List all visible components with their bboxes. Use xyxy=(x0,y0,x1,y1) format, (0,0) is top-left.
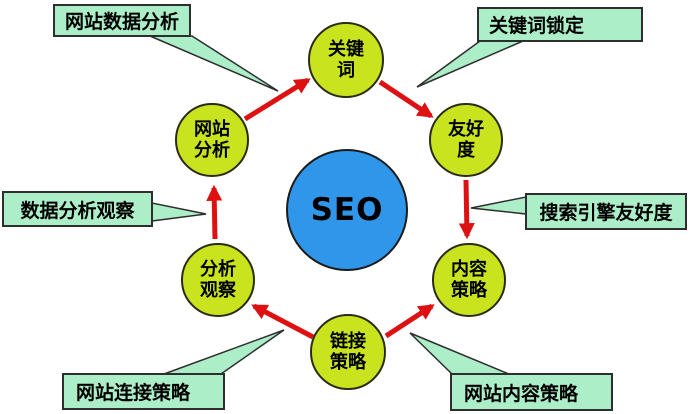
node-friendliness-line1: 友好 xyxy=(448,118,484,140)
node-site-analysis-line1: 网站 xyxy=(194,118,230,140)
callout-tail-data-analysis-observation xyxy=(151,202,207,222)
node-link-strategy-line1: 链接 xyxy=(330,330,366,352)
callout-search-engine-friendliness-label: 搜索引擎友好度 xyxy=(539,202,673,224)
node-analysis-observation-line1: 分析 xyxy=(200,258,236,280)
callout-keyword-targeting-label: 关键词锁定 xyxy=(489,15,585,37)
node-content-strategy: 内容 策略 xyxy=(432,243,506,317)
node-analysis-observation-line2: 观察 xyxy=(200,280,236,301)
callout-data-analysis-observation-label: 数据分析观察 xyxy=(20,199,135,222)
arrow-link-strategy-to-analysis-observation xyxy=(251,303,315,340)
callout-site-content-strategy: 网站内容策略 xyxy=(450,373,613,411)
node-friendliness: 友好 度 xyxy=(429,103,503,177)
callout-tail-site-content-strategy xyxy=(409,332,510,375)
node-analysis-observation: 分析 观察 xyxy=(181,243,255,317)
callout-site-link-strategy-label: 网站连接策略 xyxy=(76,382,191,404)
arrow-link-strategy-to-content-strategy xyxy=(384,303,435,339)
node-link-strategy-line2: 策略 xyxy=(330,352,366,373)
node-site-analysis-line2: 分析 xyxy=(194,140,230,161)
callout-tail-search-engine-friendliness xyxy=(470,196,527,215)
center-node-label: SEO xyxy=(310,192,384,228)
center-node-seo: SEO xyxy=(286,149,408,271)
callout-site-data-analysis: 网站数据分析 xyxy=(53,4,191,37)
callout-tail-site-link-strategy xyxy=(163,329,285,375)
arrow-analysis-observation-to-site-analysis xyxy=(206,184,223,240)
node-link-strategy: 链接 策略 xyxy=(310,314,386,390)
node-keywords-line1: 关键 xyxy=(328,38,364,60)
node-content-strategy-line2: 策略 xyxy=(451,280,487,301)
callout-tail-site-data-analysis xyxy=(149,35,279,92)
node-friendliness-line2: 度 xyxy=(457,140,475,161)
arrow-site-analysis-to-keywords xyxy=(243,77,311,122)
node-keywords-line2: 词 xyxy=(337,60,355,81)
callout-data-analysis-observation: 数据分析观察 xyxy=(2,191,153,227)
callout-tail-keyword-targeting xyxy=(416,40,524,88)
callout-site-data-analysis-label: 网站数据分析 xyxy=(64,11,179,33)
node-site-analysis: 网站 分析 xyxy=(175,103,249,177)
node-keywords: 关键 词 xyxy=(308,22,384,98)
callout-search-engine-friendliness: 搜索引擎友好度 xyxy=(525,193,687,230)
node-content-strategy-line1: 内容 xyxy=(451,258,487,280)
arrow-friendliness-to-content-strategy xyxy=(458,179,475,240)
callout-keyword-targeting: 关键词锁定 xyxy=(477,7,643,42)
callout-site-content-strategy-label: 网站内容策略 xyxy=(464,382,579,405)
arrow-keywords-to-friendliness xyxy=(378,79,434,119)
callout-site-link-strategy: 网站连接策略 xyxy=(62,373,225,410)
